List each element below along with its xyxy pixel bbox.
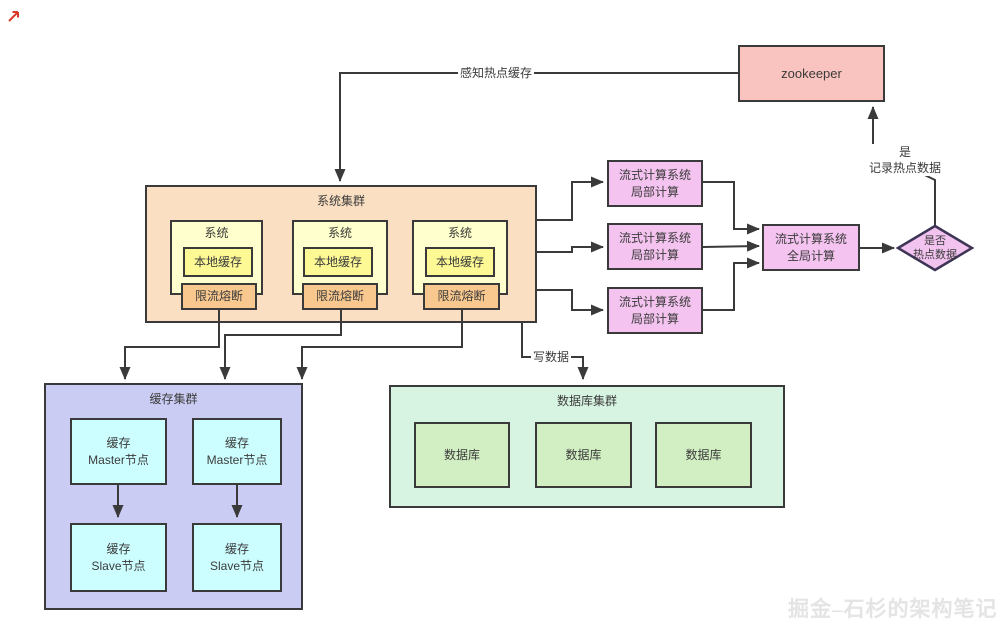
db-node-1: 数据库 [414,422,510,488]
edge-system-to-stream-local-1 [537,176,604,221]
decision-diamond-text: 是否 热点数据 [898,226,972,270]
watermark: 掘金–石杉的架构笔记 [788,597,998,621]
db-label: 数据库 [685,447,722,462]
local-cache-label: 本地缓存 [193,254,242,269]
db-label: 数据库 [565,447,602,462]
edge-label-write-data: 写数据 [531,349,572,365]
cache-node-line1: 缓存 [224,542,249,557]
cache-node-line2: Master节点 [206,452,268,467]
stream-local-line2: 局部计算 [630,184,679,199]
stream-local-line2: 局部计算 [630,311,679,326]
local-cache-node-2: 本地缓存 [303,247,373,277]
cache-node-line1: 缓存 [106,542,131,557]
edge-system-to-stream-local-3 [537,289,604,316]
decision-line2: 热点数据 [913,249,957,261]
db-label: 数据库 [443,447,480,462]
zookeeper-node: zookeeper [738,45,885,102]
cache-node-line2: Master节点 [88,452,149,467]
edge-local2-to-global [702,240,760,252]
cache-node-line2: Slave节点 [209,558,265,573]
cache-master-node-2: 缓存 Master节点 [192,418,282,485]
zookeeper-label: zookeeper [781,65,842,81]
db-node-2: 数据库 [535,422,632,488]
system-title: 系统 [204,226,229,240]
cache-node-line1: 缓存 [106,436,131,451]
db-node-3: 数据库 [655,422,752,488]
cache-node-line2: Slave节点 [91,558,146,573]
edge-local1-to-global [703,181,760,235]
edge-label-record-hot-data: 是 记录热点数据 [856,144,954,176]
decision-line1: 是否 [924,235,946,247]
edge-label-yes: 是 [898,145,911,159]
edge-label-sense-hot-cache: 感知热点缓存 [458,65,535,81]
red-arrow-icon [8,11,19,22]
local-cache-label: 本地缓存 [435,254,484,269]
rate-limit-node-1: 限流熔断 [181,283,257,310]
system-title: 系统 [447,226,472,240]
db-cluster-title: 数据库集群 [556,394,617,408]
system-cluster-title: 系统集群 [316,194,365,208]
cache-slave-node-1: 缓存 Slave节点 [70,523,167,592]
stream-local-line2: 局部计算 [630,247,679,262]
stream-global-line2: 全局计算 [786,248,835,263]
stream-local-line1: 流式计算系统 [618,295,691,310]
stream-local-line1: 流式计算系统 [618,231,691,246]
system-title: 系统 [327,226,352,240]
rate-limit-label: 限流熔断 [437,289,486,304]
cache-slave-node-2: 缓存 Slave节点 [192,523,282,592]
edge-local3-to-global [703,257,760,311]
stream-local-node-1: 流式计算系统 局部计算 [607,160,703,207]
edge-label-record: 记录热点数据 [868,161,941,175]
rate-limit-node-2: 限流熔断 [302,283,378,310]
cache-master-node-1: 缓存 Master节点 [70,418,167,485]
stream-global-node: 流式计算系统 全局计算 [762,224,860,271]
stream-local-node-2: 流式计算系统 局部计算 [607,223,703,270]
local-cache-node-1: 本地缓存 [183,247,253,277]
rate-limit-label: 限流熔断 [315,289,364,304]
cache-node-line1: 缓存 [224,436,249,451]
stream-local-node-3: 流式计算系统 局部计算 [607,287,703,334]
rate-limit-node-3: 限流熔断 [423,283,500,310]
local-cache-node-3: 本地缓存 [425,247,495,277]
stream-global-line1: 流式计算系统 [774,232,847,247]
edge-system-to-stream-local-2 [537,241,604,253]
stream-local-line1: 流式计算系统 [618,168,691,183]
rate-limit-label: 限流熔断 [194,289,243,304]
cache-cluster-title: 缓存集群 [149,392,198,406]
local-cache-label: 本地缓存 [313,254,362,269]
